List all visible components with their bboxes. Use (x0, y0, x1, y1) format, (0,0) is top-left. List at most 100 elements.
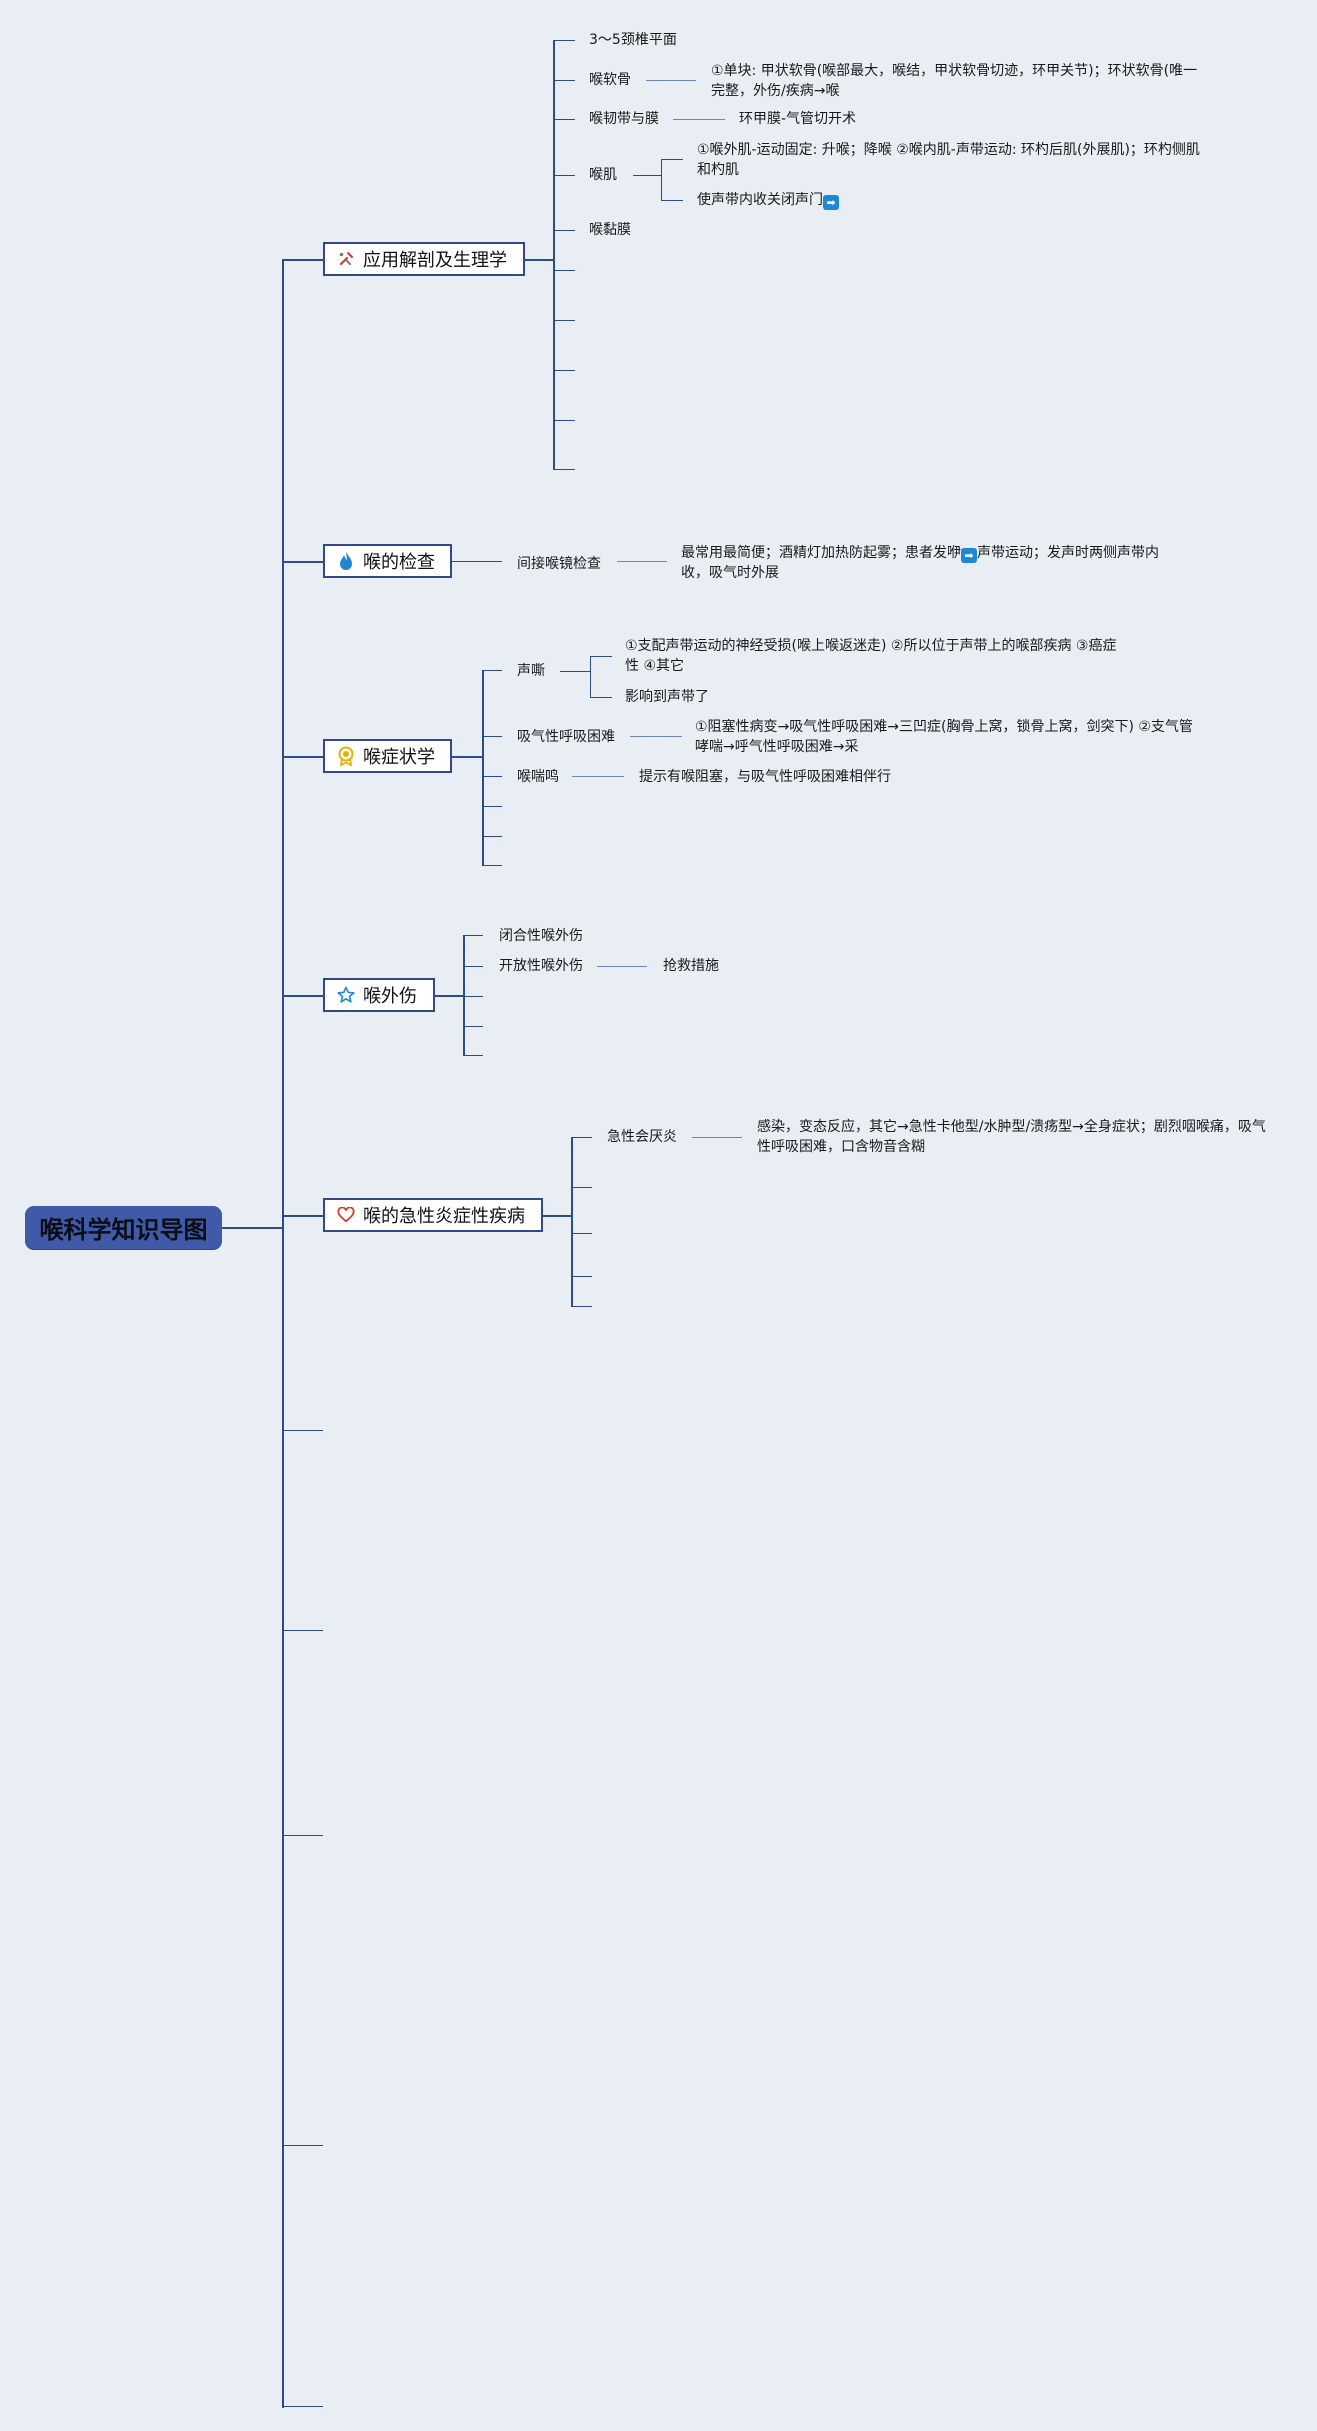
connector (571, 1137, 573, 1307)
connector (553, 80, 575, 81)
connector (482, 865, 502, 866)
arrow-right-icon: ➡ (961, 548, 977, 563)
connector (661, 159, 662, 200)
subtopic-label[interactable]: 急性会厌炎 (607, 1129, 677, 1145)
tools-icon (335, 250, 357, 268)
connector (282, 561, 323, 563)
detail-text: 声带运动；发声时两侧声带内收，吸气时外展 (681, 545, 1159, 581)
connector (282, 2145, 323, 2146)
subtopic-label[interactable]: 喉软骨 (589, 72, 631, 88)
subtopic-label[interactable]: 间接喉镜检查 (517, 556, 601, 572)
connector (543, 1215, 571, 1217)
main-trunk (282, 259, 284, 2408)
connector (463, 1026, 483, 1027)
detail-text: 环甲膜-气管切开术 (739, 111, 857, 127)
connector (553, 119, 575, 120)
detail-text: 最常用最简便；酒精灯加热防起雾；患者发咿 (681, 545, 961, 561)
subtopic-label[interactable]: 吸气性呼吸困难 (517, 729, 615, 745)
connector (553, 420, 575, 421)
detail-text: 提示有喉阻塞，与吸气性呼吸困难相伴行 (639, 769, 891, 785)
detail-text: 抢救措施 (663, 958, 719, 974)
connector (661, 159, 683, 160)
subtopic-label[interactable]: 3～5颈椎平面 (589, 32, 677, 48)
connector (482, 836, 502, 837)
detail-text: ①喉外肌-运动固定: 升喉；降喉 ②喉内肌-声带运动: 环杓后肌(外展肌)；环杓… (697, 142, 1200, 178)
detail-text: 使声带内收关闭声门➡ (697, 190, 839, 210)
subtopic-label[interactable]: 喉黏膜 (589, 222, 631, 238)
connector (571, 1137, 592, 1138)
topic-laryngeal-symptoms[interactable]: 喉症状学 (323, 739, 452, 773)
connector (646, 80, 696, 81)
connector (553, 175, 575, 176)
subtopic-label[interactable]: 声嘶 (517, 663, 545, 679)
root-topic[interactable]: 喉科学知识导图 (25, 1206, 222, 1249)
connector (617, 561, 667, 562)
connector (282, 259, 323, 261)
connector (560, 671, 590, 672)
connector (435, 995, 463, 997)
connector (661, 200, 683, 201)
connector (282, 756, 323, 758)
detail-text: ①阻塞性病变→吸气性呼吸困难→三凹症(胸骨上窝，锁骨上窝，剑突下) ②支气管哮喘… (695, 719, 1193, 755)
connector (571, 1187, 592, 1188)
connector (571, 1306, 592, 1307)
flame-icon (335, 551, 357, 571)
connector (597, 966, 647, 967)
connector (222, 1227, 282, 1229)
connector (282, 1430, 323, 1431)
connector (525, 259, 553, 261)
connector (692, 1137, 742, 1138)
connector (463, 1055, 483, 1056)
topic-label: 喉的急性炎症性疾病 (363, 1206, 525, 1227)
connector (553, 469, 575, 470)
subtopic-label[interactable]: 喉韧带与膜 (589, 111, 659, 127)
subtopic-label[interactable]: 闭合性喉外伤 (499, 928, 583, 944)
connector (553, 320, 575, 321)
connector (463, 935, 465, 1056)
connector (572, 776, 624, 777)
connector (482, 670, 502, 671)
connector (633, 175, 661, 176)
detail-text: ①支配声带运动的神经受损(喉上喉返迷走) ②所以位于声带上的喉部疾病 ③癌症性 … (625, 638, 1117, 674)
heart-icon (335, 1207, 357, 1223)
topic-acute-inflammatory[interactable]: 喉的急性炎症性疾病 (323, 1198, 543, 1232)
connector (553, 230, 575, 231)
connector (553, 40, 575, 41)
connector (553, 270, 575, 271)
connector (590, 697, 612, 698)
detail-text: 影响到声带了 (625, 689, 709, 705)
connector (282, 1215, 323, 1217)
subtopic-label[interactable]: 喉喘鸣 (517, 769, 559, 785)
topic-label: 喉的检查 (363, 552, 435, 573)
connector (590, 656, 591, 697)
connector (452, 561, 502, 562)
connector (590, 656, 612, 657)
connector (282, 995, 323, 997)
connector (463, 935, 483, 936)
topic-laryngeal-trauma[interactable]: 喉外伤 (323, 978, 435, 1012)
subtopic-label[interactable]: 开放性喉外伤 (499, 958, 583, 974)
arrow-right-icon: ➡ (823, 195, 839, 210)
connector (482, 736, 502, 737)
connector (571, 1276, 592, 1277)
connector (482, 670, 484, 866)
connector (282, 2406, 323, 2407)
badge-icon (335, 746, 357, 766)
connector (571, 1233, 592, 1234)
connector (553, 40, 555, 470)
connector (630, 736, 682, 737)
connector (553, 370, 575, 371)
subtopic-label[interactable]: 喉肌 (589, 167, 617, 183)
topic-laryngeal-exam[interactable]: 喉的检查 (323, 544, 452, 578)
detail-text: 最常用最简便；酒精灯加热防起雾；患者发咿➡声带运动；发声时两侧声带内收，吸气时外… (681, 543, 1171, 583)
connector (452, 756, 482, 758)
topic-label: 喉症状学 (363, 747, 435, 768)
topic-label: 应用解剖及生理学 (363, 250, 507, 271)
connector (282, 1835, 323, 1836)
connector (673, 119, 725, 120)
connector (482, 806, 502, 807)
topic-label: 喉外伤 (363, 986, 417, 1007)
detail-text: 使声带内收关闭声门 (697, 192, 823, 208)
topic-anatomy-physiology[interactable]: 应用解剖及生理学 (323, 242, 525, 276)
